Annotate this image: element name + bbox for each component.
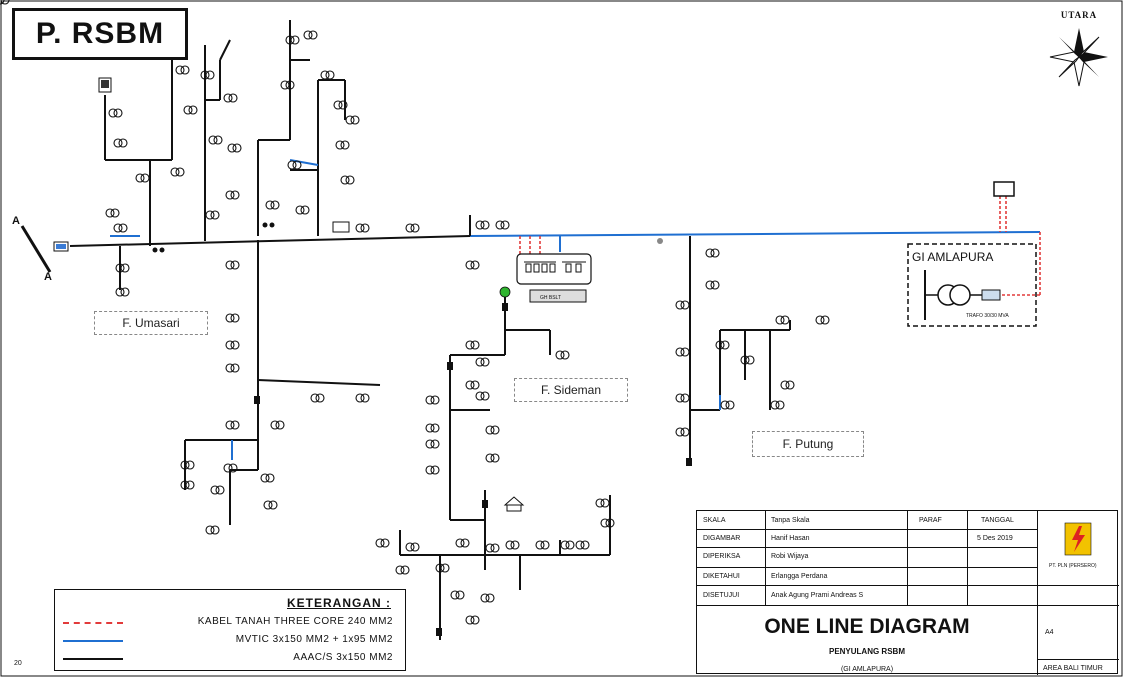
north-label: UTARA bbox=[1060, 10, 1098, 20]
feeder-sideman: F. Sideman bbox=[514, 378, 628, 402]
diperiksa-label: DIPERIKSA bbox=[703, 553, 741, 560]
gi-trafo-label: TRAFO 30/30 MVA bbox=[966, 313, 1009, 319]
diketahui-value: Erlangga Perdana bbox=[771, 573, 828, 580]
disetujui-value: Anak Agung Prami Andreas S bbox=[771, 592, 864, 599]
diagram-subtitle: PENYULANG RSBM bbox=[828, 647, 905, 656]
north-arrow: UTARA bbox=[1044, 10, 1114, 90]
house-icon bbox=[503, 496, 525, 512]
section-marker-top: A bbox=[12, 215, 20, 227]
tanggal-label: TANGGAL bbox=[981, 517, 1014, 524]
legend-label: AAAC/S 3x150 MM2 bbox=[293, 652, 393, 663]
feeder-umasari: F. Umasari bbox=[94, 311, 208, 335]
legend-item-underground: KABEL TANAH THREE CORE 240 MM2 bbox=[55, 616, 407, 630]
diketahui-label: DIKETAHUI bbox=[703, 573, 740, 580]
page-number: 20 bbox=[14, 660, 22, 667]
section-marker-bottom: A bbox=[44, 271, 52, 283]
underground-cables bbox=[519, 196, 1041, 296]
switch-blocks bbox=[53, 77, 692, 636]
skala-label: SKALA bbox=[703, 517, 726, 524]
legend: KETERANGAN : KABEL TANAH THREE CORE 240 … bbox=[54, 589, 406, 671]
paraf-label: PARAF bbox=[919, 517, 942, 524]
digambar-label: DIGAMBAR bbox=[703, 535, 741, 542]
digambar-value: Hanif Hasan bbox=[771, 535, 810, 542]
main-title: ONE LINE DIAGRAM bbox=[764, 615, 970, 638]
legend-swatch-black bbox=[63, 658, 123, 660]
legend-swatch-blue bbox=[63, 640, 123, 642]
legend-swatch-red bbox=[63, 622, 123, 624]
compass-rose-icon bbox=[1049, 28, 1108, 87]
legend-item-mvtic: MVTIC 3x150 MM2 + 1x95 MM2 bbox=[55, 634, 407, 648]
pln-logo-icon bbox=[1064, 522, 1092, 556]
title-block: SKALA Tanpa Skala PARAF TANGGAL DIGAMBAR… bbox=[696, 510, 1119, 675]
legend-label: MVTIC 3x150 MM2 + 1x95 MM2 bbox=[235, 634, 393, 645]
substation-label: GH BSLT bbox=[540, 295, 562, 301]
putung-network bbox=[689, 236, 791, 460]
legend-label: KABEL TANAH THREE CORE 240 MM2 bbox=[197, 616, 393, 627]
feeder-putung: F. Putung bbox=[752, 431, 864, 457]
diagram-subtitle-location: (GI AMLAPURA) bbox=[840, 666, 894, 673]
legend-item-aaac: AAAC/S 3x150 MM2 bbox=[55, 652, 407, 666]
transformer-symbols bbox=[0, 0, 830, 625]
digambar-date: 5 Des 2019 bbox=[977, 535, 1013, 542]
umasari-network bbox=[69, 20, 471, 525]
paper-size: A4 bbox=[1045, 629, 1054, 636]
area-label: AREA BALI TIMUR bbox=[1043, 665, 1103, 672]
disetujui-label: DISETUJUI bbox=[703, 592, 740, 599]
sideman-network bbox=[399, 215, 611, 640]
diperiksa-value: Robi Wijaya bbox=[771, 553, 809, 560]
mvtic-trunk bbox=[469, 231, 1041, 252]
legend-title: KETERANGAN : bbox=[287, 596, 391, 610]
company-name: PT. PLN (PERSERO) bbox=[1049, 563, 1097, 569]
gi-name: GI AMLAPURA bbox=[912, 250, 994, 264]
page-title: P. RSBM bbox=[12, 8, 188, 60]
skala-value: Tanpa Skala bbox=[771, 517, 810, 524]
